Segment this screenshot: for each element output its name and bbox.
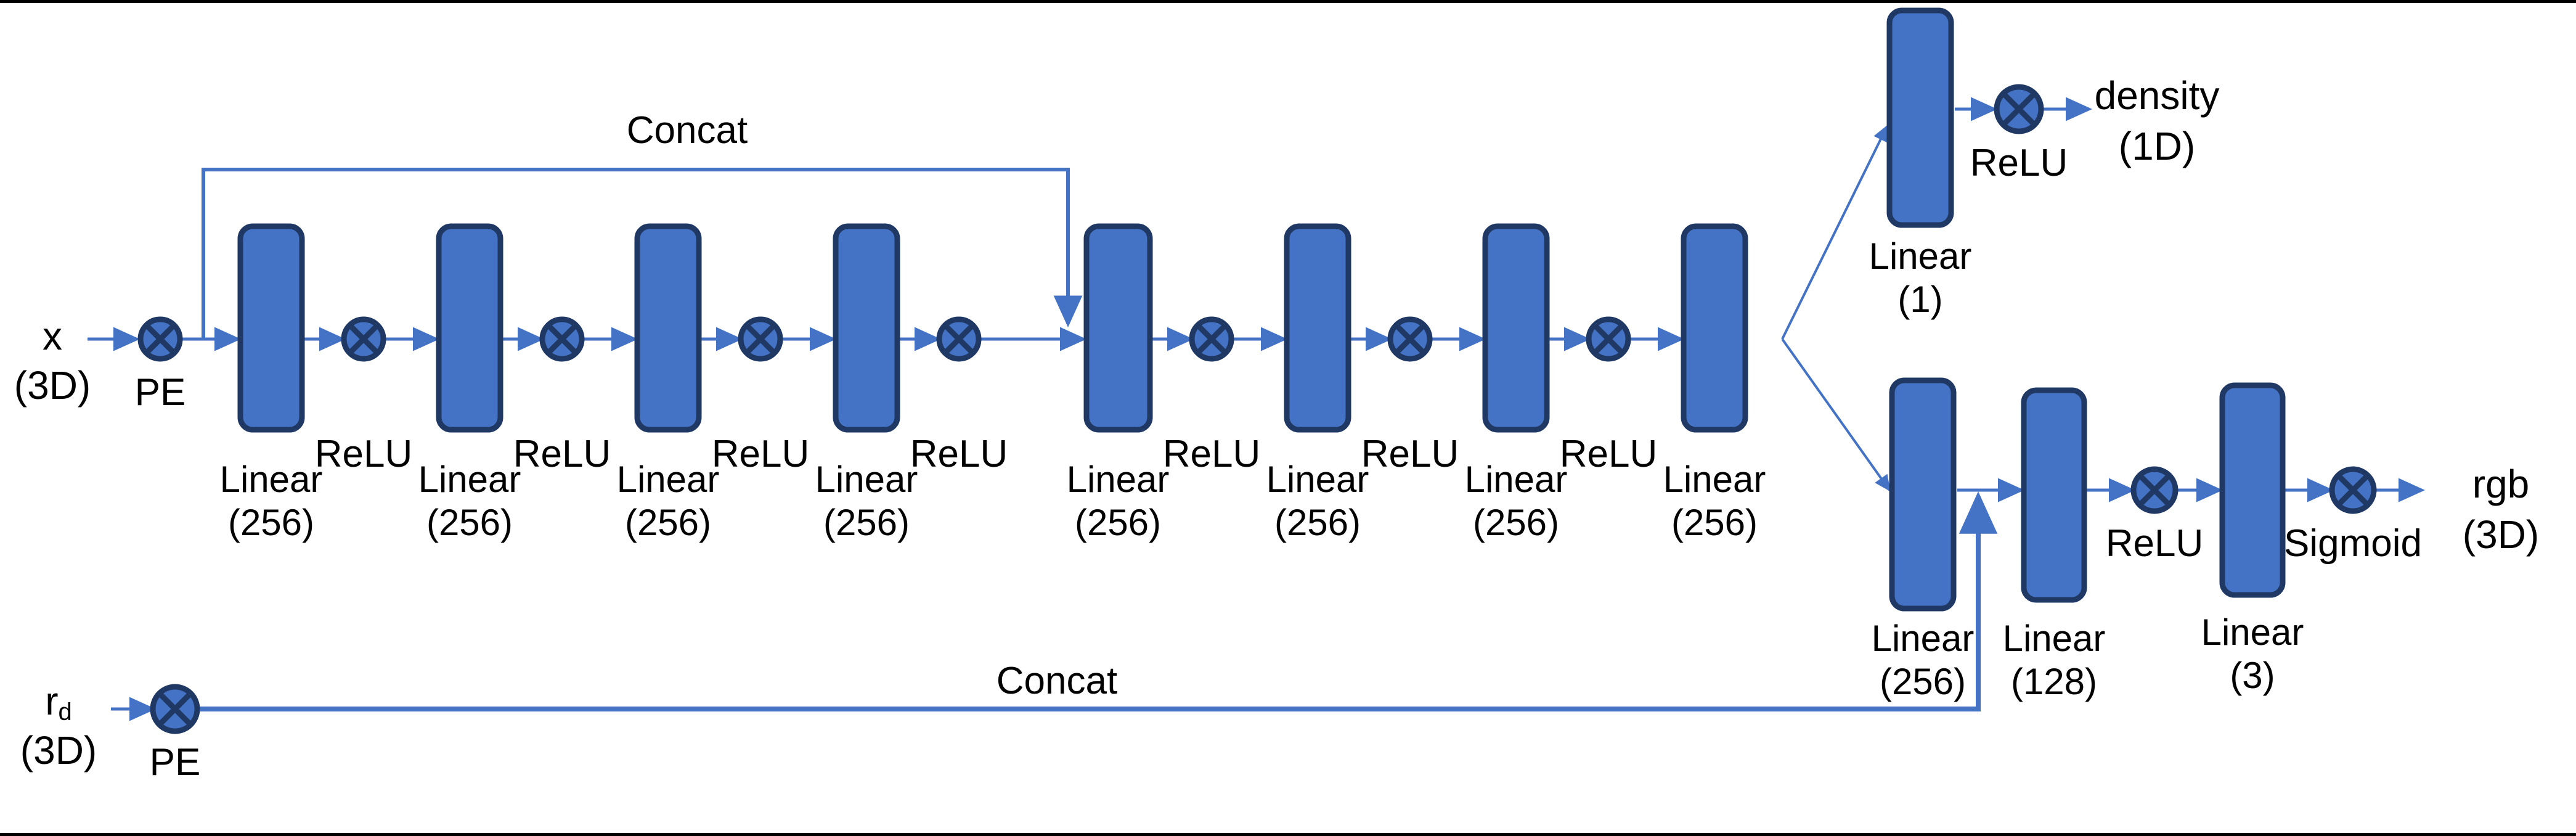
input-rd-base: r bbox=[45, 679, 59, 723]
trunk-linear-size-6: (256) bbox=[1274, 502, 1361, 543]
trunk-relu-marker-3 bbox=[738, 316, 783, 362]
density-linear-block bbox=[1886, 7, 1954, 228]
trunk-linear-size-1: (256) bbox=[227, 502, 315, 543]
concat-label-top: Concat bbox=[626, 109, 748, 152]
input-rd-symbol: rd bbox=[45, 681, 72, 725]
input-rd-subscript: d bbox=[58, 698, 72, 726]
color-linear-128-size: (128) bbox=[2010, 661, 2098, 702]
trunk-relu-marker-6 bbox=[1387, 316, 1433, 362]
output-rgb-dimension: (3D) bbox=[2462, 512, 2540, 557]
output-density-dimension: (1D) bbox=[2118, 124, 2196, 168]
input-rd-dimension: (3D) bbox=[20, 728, 97, 772]
trunk-relu-label-6: ReLU bbox=[1361, 433, 1459, 475]
trunk-linear-block-8 bbox=[1681, 223, 1748, 433]
trunk-linear-label-2: Linear bbox=[418, 459, 521, 500]
trunk-relu-label-7: ReLU bbox=[1559, 433, 1658, 475]
trunk-linear-label-1: Linear bbox=[219, 459, 323, 500]
trunk-linear-label-6: Linear bbox=[1266, 459, 1369, 500]
trunk-linear-label-5: Linear bbox=[1066, 459, 1170, 500]
color-linear-256-size: (256) bbox=[1879, 661, 1967, 702]
trunk-linear-size-4: (256) bbox=[823, 502, 910, 543]
trunk-relu-marker-2 bbox=[539, 316, 585, 362]
density-relu-marker bbox=[1994, 84, 2044, 134]
trunk-relu-marker-4 bbox=[936, 316, 982, 362]
color-linear-128-label: Linear bbox=[2002, 618, 2106, 659]
color-linear-3-block bbox=[2219, 382, 2286, 598]
trunk-linear-block-6 bbox=[1284, 223, 1351, 433]
density-linear-size: (1) bbox=[1897, 279, 1943, 320]
trunk-linear-size-5: (256) bbox=[1074, 502, 1162, 543]
color-linear-256-block bbox=[1889, 377, 1957, 612]
pe-label-rd: PE bbox=[149, 741, 201, 784]
trunk-relu-label-5: ReLU bbox=[1162, 433, 1261, 475]
trunk-linear-block-5 bbox=[1083, 223, 1153, 433]
trunk-linear-label-3: Linear bbox=[616, 459, 720, 500]
trunk-relu-label-3: ReLU bbox=[711, 433, 810, 475]
trunk-relu-marker-7 bbox=[1586, 316, 1631, 362]
trunk-linear-label-8: Linear bbox=[1663, 459, 1766, 500]
trunk-relu-marker-1 bbox=[341, 316, 386, 362]
pe-label-x: PE bbox=[134, 371, 186, 414]
output-rgb-label: rgb bbox=[2472, 462, 2530, 506]
sigmoid-marker bbox=[2329, 466, 2377, 514]
trunk-relu-label-1: ReLU bbox=[314, 433, 413, 475]
trunk-linear-block-2 bbox=[436, 223, 503, 433]
color-relu-marker bbox=[2130, 466, 2179, 514]
trunk-linear-label-7: Linear bbox=[1464, 459, 1568, 500]
color-linear-3-size: (3) bbox=[2230, 655, 2275, 696]
trunk-linear-size-3: (256) bbox=[624, 502, 712, 543]
diagram-graphics bbox=[88, 7, 2426, 734]
trunk-linear-block-4 bbox=[833, 223, 900, 433]
density-relu-label: ReLU bbox=[1970, 142, 2068, 184]
pe-marker-x bbox=[137, 316, 183, 362]
input-x-symbol: x bbox=[43, 314, 62, 358]
color-relu-label: ReLU bbox=[2105, 522, 2204, 565]
trunk-linear-block-7 bbox=[1482, 223, 1550, 433]
color-linear-3-label: Linear bbox=[2201, 612, 2304, 653]
trunk-linear-block-1 bbox=[237, 223, 305, 433]
trunk-linear-size-2: (256) bbox=[426, 502, 513, 543]
output-density-label: density bbox=[2094, 73, 2220, 118]
trunk-linear-size-7: (256) bbox=[1472, 502, 1560, 543]
trunk-linear-size-8: (256) bbox=[1671, 502, 1758, 543]
pe-marker-rd bbox=[150, 684, 200, 734]
trunk-relu-label-4: ReLU bbox=[910, 433, 1008, 475]
concat-label-bottom: Concat bbox=[996, 660, 1118, 702]
trunk-linear-label-4: Linear bbox=[815, 459, 918, 500]
color-linear-256-label: Linear bbox=[1871, 618, 1975, 659]
density-linear-label: Linear bbox=[1869, 236, 1972, 277]
sigmoid-label: Sigmoid bbox=[2284, 522, 2422, 565]
color-linear-128-block bbox=[2021, 387, 2087, 603]
input-x-dimension: (3D) bbox=[14, 363, 91, 408]
trunk-linear-block-3 bbox=[634, 223, 702, 433]
trunk-relu-marker-5 bbox=[1189, 316, 1234, 362]
trunk-relu-label-2: ReLU bbox=[513, 433, 611, 475]
